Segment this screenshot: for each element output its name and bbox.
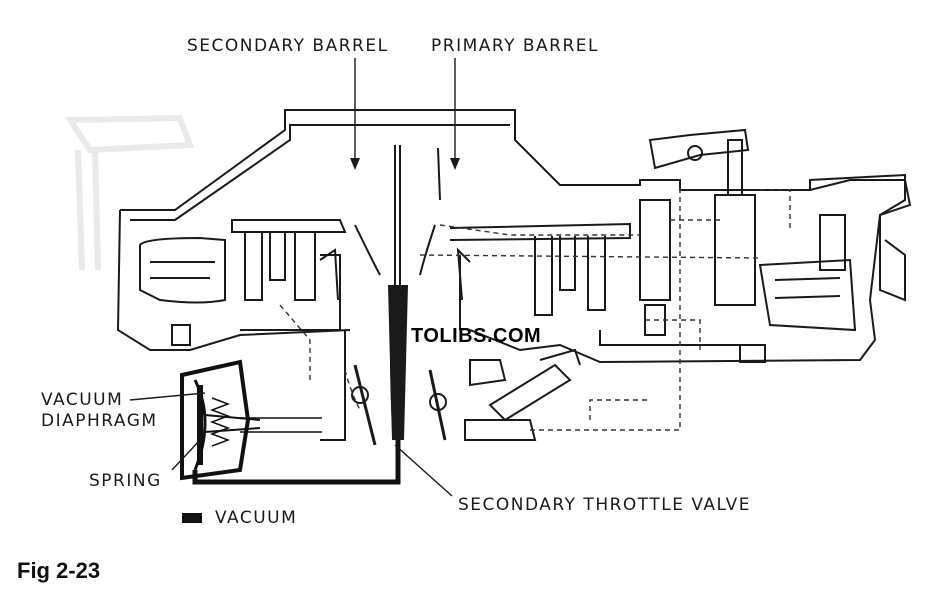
- vacuum-diaphragm-housing: [180, 359, 322, 481]
- leader-lines: [129, 58, 456, 497]
- spring-leader: [171, 439, 201, 471]
- vacuum-legend-label: VACUUM: [215, 508, 298, 528]
- vacuum-diaphragm-label-line2: DIAPHRAGM: [41, 411, 158, 431]
- vacuum-legend-swatch: [182, 513, 202, 523]
- primary-barrel-arrow: [450, 158, 460, 170]
- vacuum-passage: [192, 284, 401, 485]
- vacuum-tube-center: [388, 285, 408, 440]
- figure-caption: Fig 2-23: [17, 558, 101, 583]
- dashed-passages: [279, 185, 791, 431]
- vacuum-diaphragm-label-line1: VACUUM: [41, 390, 124, 410]
- secondary-barrel-arrow: [350, 158, 360, 170]
- spring-label: SPRING: [89, 471, 162, 491]
- vacuum-diaphragm-leader: [129, 392, 206, 401]
- carburetor-body: [116, 109, 912, 446]
- secondary-throttle-valve-label: SECONDARY THROTTLE VALVE: [458, 495, 752, 515]
- watermark: TOLIBS.COM: [411, 325, 542, 347]
- ghost-shapes: [64, 114, 195, 271]
- arrowheads: [350, 158, 460, 170]
- spring-coil: [209, 397, 231, 447]
- secondary-throttle-valve-leader: [394, 444, 453, 497]
- secondary-barrel-label: SECONDARY BARREL: [187, 36, 389, 56]
- primary-barrel-label: PRIMARY BARREL: [431, 36, 600, 56]
